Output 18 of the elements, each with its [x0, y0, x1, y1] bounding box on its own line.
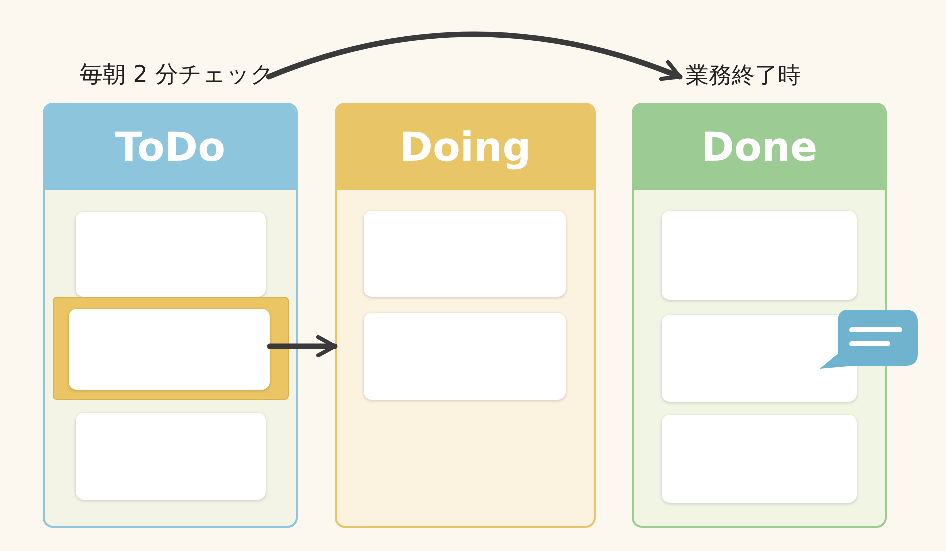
- kanban-column: [335, 103, 596, 528]
- task-card: [364, 313, 566, 400]
- task-card: [662, 315, 857, 402]
- highlight-band: [53, 297, 289, 400]
- kanban-column: [43, 103, 298, 528]
- column-header: Doing: [337, 105, 594, 190]
- task-card: [69, 309, 270, 390]
- task-card: [76, 212, 266, 297]
- task-card: [76, 413, 266, 500]
- kanban-column: [632, 103, 887, 528]
- task-card: [662, 415, 857, 503]
- task-card: [662, 211, 857, 300]
- column-header: ToDo: [45, 105, 296, 190]
- task-card: [364, 211, 566, 297]
- time-label: 業務終了時: [686, 58, 826, 92]
- arrow: [267, 335, 338, 358]
- column-header: Done: [634, 105, 885, 190]
- arrow: [266, 32, 683, 82]
